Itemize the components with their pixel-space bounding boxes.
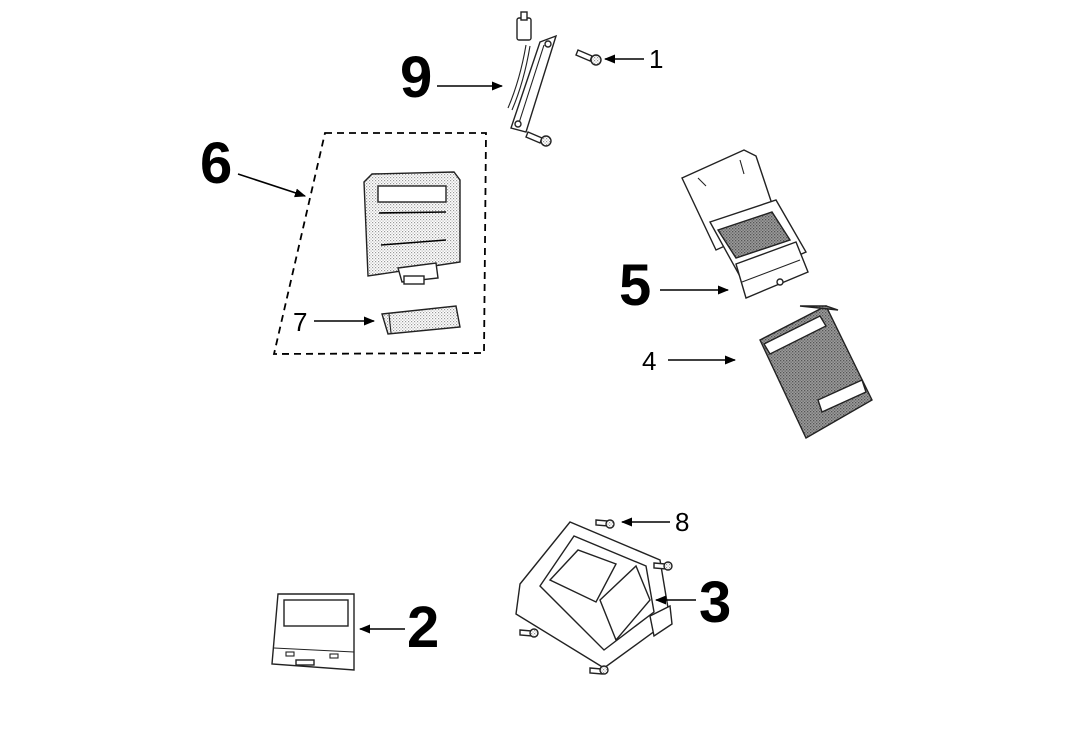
screw-top <box>575 49 602 66</box>
part-7-fob <box>381 305 461 335</box>
part-2-module <box>271 593 355 671</box>
screw-8 <box>595 519 615 529</box>
part-4-box <box>759 305 873 439</box>
screw-plate-bottom <box>589 665 609 675</box>
callout-1: 1 <box>649 44 663 74</box>
part-6-control-module <box>363 171 461 285</box>
leader-6 <box>237 173 307 198</box>
callout-8: 8 <box>675 507 689 537</box>
callout-2: 2 <box>407 595 439 660</box>
callout-3: 3 <box>699 570 731 635</box>
part-9-bracket-harness <box>507 11 558 133</box>
screw-plate-right <box>653 561 673 571</box>
callout-7: 7 <box>293 307 307 337</box>
screw-plate-left <box>519 628 539 638</box>
kit-6-dashed-outline <box>272 132 487 355</box>
callout-9: 9 <box>400 45 432 110</box>
callout-6: 6 <box>200 131 232 196</box>
callout-4: 4 <box>642 346 656 376</box>
part-5-holder <box>681 149 809 299</box>
callout-5: 5 <box>619 253 651 318</box>
part-3-base-plate <box>515 521 673 669</box>
screw-lower <box>525 131 552 147</box>
